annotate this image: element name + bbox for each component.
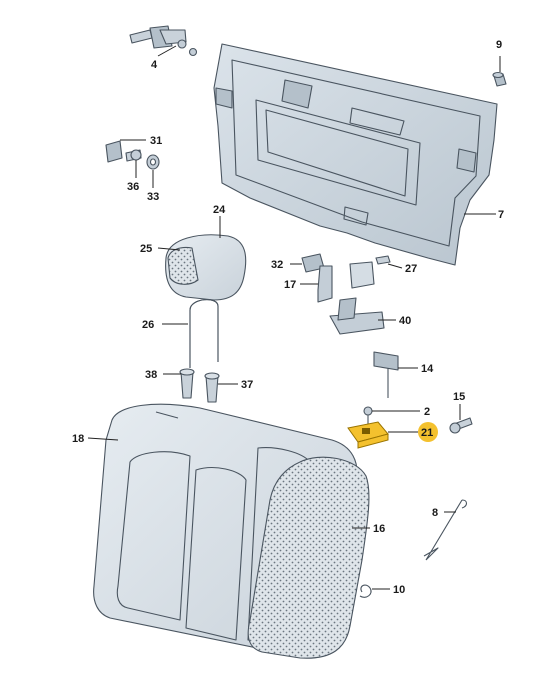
callout-10: 10 — [393, 584, 405, 596]
callout-24: 24 — [213, 204, 226, 216]
screw-part-27 — [375, 255, 391, 265]
callout-21-marker — [418, 422, 438, 442]
bracket-part-17 — [317, 261, 375, 303]
headrest-part-24 — [165, 234, 247, 301]
callout-labels: 2 4 7 8 9 10 14 15 16 17 18 21 24 25 26 … — [72, 39, 504, 596]
plug-part-9 — [492, 71, 507, 87]
callout-14: 14 — [421, 363, 434, 375]
wire-part-8 — [423, 499, 468, 561]
foam-part-16 — [247, 456, 370, 659]
callout-32: 32 — [271, 259, 283, 271]
screw-part-2 — [363, 406, 373, 424]
callout-2: 2 — [424, 406, 430, 418]
callout-7: 7 — [498, 209, 504, 221]
latch-part-21 — [347, 421, 389, 449]
callout-31: 31 — [150, 135, 162, 147]
bolt-bracket-part-4 — [129, 25, 198, 57]
callout-33: 33 — [147, 191, 159, 203]
release-lever-part-14 — [373, 351, 399, 398]
callout-26: 26 — [142, 319, 154, 331]
callout-17: 17 — [284, 279, 296, 291]
sleeve-part-37 — [204, 372, 220, 403]
backrest-panel-part-7 — [213, 43, 498, 266]
catch-part-31 — [105, 140, 123, 163]
leader-lines — [87, 45, 501, 590]
callout-8: 8 — [432, 507, 438, 519]
callout-18: 18 — [72, 433, 84, 445]
clip-part-10 — [359, 584, 372, 598]
callout-21: 21 — [421, 427, 433, 439]
callout-16: 16 — [373, 523, 385, 535]
screw-part-15 — [449, 417, 473, 434]
callout-25: 25 — [140, 243, 152, 255]
callout-9: 9 — [496, 39, 502, 51]
headrest-guide-part-26 — [189, 299, 219, 368]
callout-37: 37 — [241, 379, 253, 391]
callout-36: 36 — [127, 181, 139, 193]
bolt-part-36 — [125, 149, 142, 162]
lock-bracket-part-40 — [329, 297, 385, 335]
callout-4: 4 — [151, 59, 158, 71]
sleeve-part-38 — [179, 368, 195, 399]
callout-27: 27 — [405, 263, 417, 275]
callout-15: 15 — [453, 391, 465, 403]
washer-part-33 — [146, 154, 160, 170]
callout-40: 40 — [399, 315, 411, 327]
callout-38: 38 — [145, 369, 157, 381]
